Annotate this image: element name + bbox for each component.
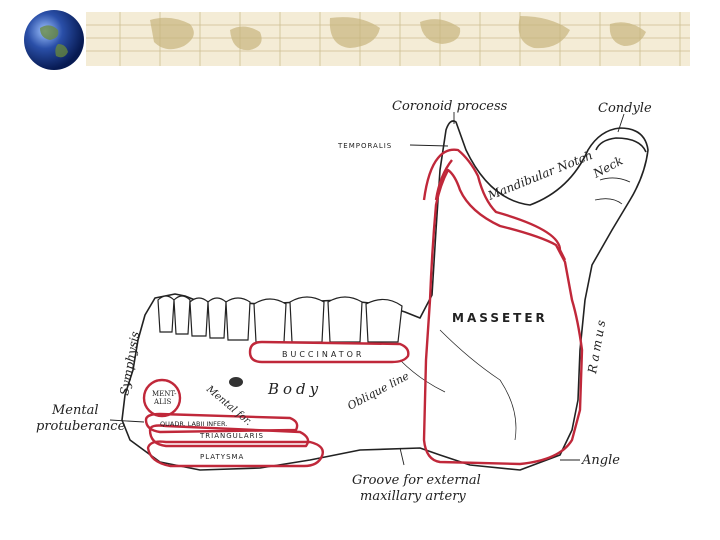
label-mentalis-2: ALIS [153,398,171,406]
label-mandibular-notch: Mandibular Notch [485,148,595,203]
label-buccinator: BUCCINATOR [282,350,364,359]
label-quadratus: QUADR. LABII INFER. [160,420,227,428]
label-neck: Neck [590,153,625,181]
tooth [208,298,226,338]
tooth [226,298,250,340]
label-oblique-line: Oblique line [345,369,411,413]
tooth [290,297,324,342]
mandible-outline [122,121,648,470]
header-banner [0,0,720,80]
label-temporalis: TEMPORALIS [337,142,392,150]
label-coronoid-process: Coronoid process [392,99,508,114]
label-mentalis-1: MENT- [152,390,177,398]
label-groove-1: Groove for external [352,473,481,488]
label-symphysis: Symphysis [117,330,142,396]
tooth [174,296,190,334]
label-condyle: Condyle [598,101,652,116]
tooth [254,299,286,342]
tooth [328,297,362,342]
condyle-head [596,138,646,152]
label-angle: Angle [581,453,620,468]
label-body: Body [267,380,322,398]
label-platysma: PLATYSMA [200,453,244,461]
mandible-diagram: Coronoid process Condyle TEMPORALIS Mand… [0,80,720,540]
label-groove-2: maxillary artery [360,489,466,504]
tooth [158,296,174,332]
label-ramus: Ramus [585,316,609,375]
label-mental-protuberance-1: Mental [51,403,99,418]
tooth [190,298,208,336]
label-masseter: MASSETER [452,311,548,325]
label-mental-protuberance-2: protuberance [36,419,126,434]
label-triangularis: TRIANGULARIS [199,432,264,440]
mental-foramen [229,377,243,387]
globe-icon [24,10,84,70]
tooth [366,299,402,342]
